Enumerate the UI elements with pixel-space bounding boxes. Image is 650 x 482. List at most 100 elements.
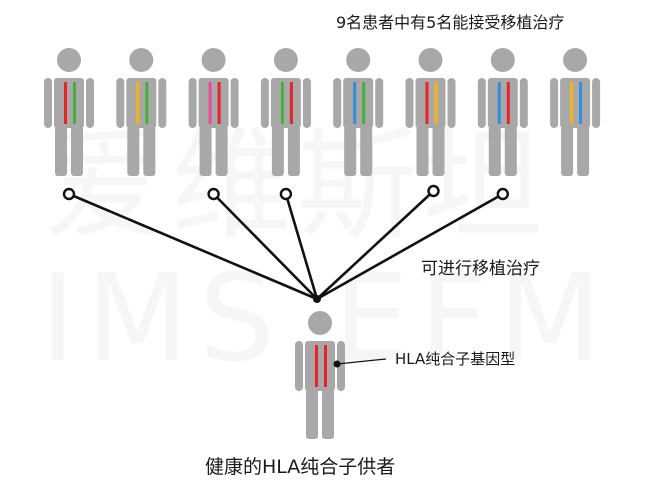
donor-right-arm	[337, 341, 345, 391]
patient-7-hla-stripe-2	[506, 82, 510, 124]
patient-2-left-leg	[127, 126, 140, 176]
patient-3-right-arm	[230, 78, 239, 128]
patient-4-head	[273, 48, 298, 72]
patient-1-hla-stripe-2	[73, 82, 76, 124]
patient-4-torso	[270, 78, 301, 128]
match-line-patient-7	[316, 192, 504, 301]
patient-1-figure	[44, 48, 94, 176]
transplant-caption: 可进行移植治疗	[421, 259, 540, 279]
donor-right-leg	[322, 389, 334, 439]
patient-8-left-leg	[561, 126, 574, 176]
match-line-patient-4	[284, 193, 319, 300]
patient-3-left-leg	[199, 126, 212, 176]
patient-1-right-arm	[86, 78, 94, 128]
match-node-patient-1	[62, 187, 76, 201]
patient-5-left-leg	[344, 126, 357, 176]
patient-7-torso	[487, 78, 518, 128]
patient-8-hla-stripe-1	[570, 82, 574, 124]
patient-6-hla-stripe-2	[434, 82, 438, 124]
patient-6-right-leg	[432, 126, 445, 176]
patient-7-hla-stripe-1	[497, 82, 501, 124]
patient-8-head	[563, 48, 588, 72]
match-line-patient-3	[212, 193, 318, 300]
patient-5-right-leg	[360, 126, 373, 176]
haplotype-pointer-line	[336, 358, 387, 365]
match-node-patient-3	[207, 187, 220, 201]
patient-5-torso	[343, 78, 374, 128]
patient-8-left-arm	[550, 78, 559, 128]
patient-7-head	[490, 48, 515, 72]
patient-8-right-arm	[592, 78, 601, 128]
patient-2-right-arm	[158, 78, 167, 128]
patient-8-hla-stripe-2	[579, 82, 583, 124]
patient-4-right-arm	[302, 78, 311, 128]
patient-5-hla-stripe-2	[362, 82, 366, 124]
patient-8-right-leg	[577, 126, 590, 176]
patient-3-torso	[198, 78, 229, 128]
patient-4-left-arm	[260, 78, 269, 128]
donor-left-leg	[306, 389, 318, 439]
donor-caption: 健康的HLA纯合子供者	[205, 456, 396, 478]
patient-6-left-leg	[416, 126, 429, 176]
patient-6-hla-stripe-1	[425, 82, 429, 124]
patient-1-torso	[54, 78, 84, 128]
patient-7-right-arm	[519, 78, 528, 128]
patient-1-left-leg	[55, 126, 67, 176]
patient-2-figure	[116, 48, 167, 176]
patient-6-figure	[405, 48, 456, 176]
patient-5-hla-stripe-1	[353, 82, 357, 124]
patient-3-hla-stripe-1	[208, 82, 212, 124]
patient-4-hla-stripe-1	[280, 82, 284, 124]
patient-4-right-leg	[287, 126, 300, 176]
patient-4-figure	[260, 48, 311, 176]
patient-2-hla-stripe-1	[136, 82, 140, 124]
patient-1-left-arm	[44, 78, 52, 128]
patient-3-figure	[188, 48, 239, 176]
patient-7-left-leg	[488, 126, 501, 176]
patient-3-right-leg	[215, 126, 228, 176]
patient-2-torso	[126, 78, 157, 128]
patient-2-hla-stripe-2	[145, 82, 149, 124]
patient-6-head	[418, 48, 443, 72]
donor-hla-stripe-1	[315, 345, 318, 387]
patient-5-right-arm	[375, 78, 384, 128]
match-line-patient-6	[316, 190, 435, 300]
patient-1-hla-stripe-1	[64, 82, 67, 124]
patient-7-right-leg	[504, 126, 517, 176]
donor-torso	[305, 341, 335, 391]
patient-6-torso	[415, 78, 446, 128]
patient-2-right-leg	[143, 126, 156, 176]
patient-2-head	[129, 48, 154, 72]
patient-3-hla-stripe-2	[217, 82, 221, 124]
patient-7-left-arm	[477, 78, 486, 128]
match-node-patient-6	[427, 184, 440, 198]
patient-8-figure	[550, 48, 601, 176]
donor-hub-dot	[313, 295, 321, 303]
match-node-patient-4	[279, 187, 293, 201]
patient-1-head	[57, 48, 81, 72]
patient-5-head	[346, 48, 371, 72]
patient-4-left-leg	[271, 126, 284, 176]
connection-lines	[62, 184, 509, 303]
donor-hla-stripe-2	[324, 345, 327, 387]
patient-figures	[44, 48, 601, 176]
patient-6-right-arm	[447, 78, 456, 128]
patient-2-left-arm	[116, 78, 125, 128]
match-line-patient-1	[68, 192, 318, 301]
donor-left-arm	[295, 341, 303, 391]
haplotype-pointer	[333, 358, 387, 368]
patient-5-figure	[333, 48, 384, 176]
patient-3-head	[201, 48, 226, 72]
patient-6-left-arm	[405, 78, 414, 128]
patient-4-hla-stripe-2	[289, 82, 293, 124]
top-caption: 9名患者中有5名能接受移植治疗	[336, 13, 565, 32]
donor-figure	[295, 311, 345, 439]
patient-3-left-arm	[188, 78, 197, 128]
patient-7-figure	[477, 48, 528, 176]
patient-5-left-arm	[333, 78, 342, 128]
patient-8-torso	[560, 78, 591, 128]
match-node-patient-7	[496, 187, 509, 201]
haplotype-caption: HLA纯合子基因型	[395, 350, 516, 368]
donor-figure	[295, 311, 345, 439]
